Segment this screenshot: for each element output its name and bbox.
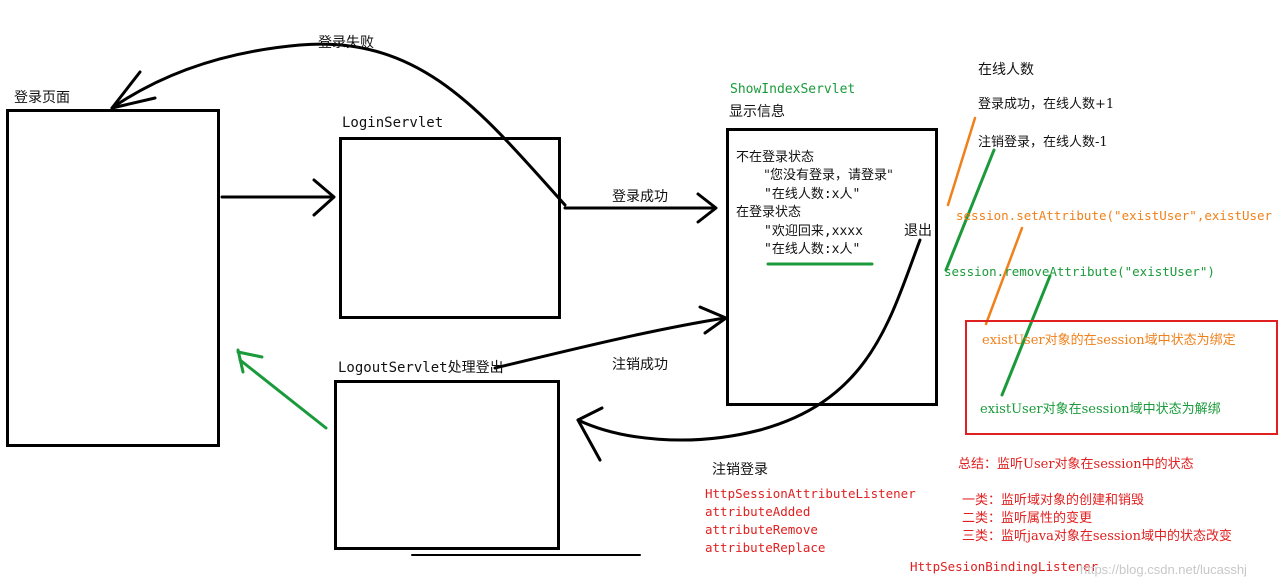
arrow-logout-success — [493, 316, 727, 370]
listener-item: attributeRemove — [705, 522, 818, 537]
online-decrement: 注销登录，在线人数-1 — [978, 135, 1108, 150]
curve-login-failed-head — [110, 70, 157, 110]
logout-notes-title: 注销登录 — [712, 462, 768, 478]
index-line-not-logged-in: 不在登录状态 — [736, 150, 815, 165]
binding-listener-label: HttpSesionBindingListener — [910, 559, 1099, 574]
online-increment: 登录成功，在线人数+1 — [978, 97, 1115, 112]
green-stroke-2 — [1000, 274, 1052, 397]
arrow-login-success-head — [696, 192, 718, 224]
login-page-box — [6, 109, 220, 447]
curve-exit-head — [576, 406, 604, 462]
arrow-logout-to-login-page — [238, 358, 328, 430]
binding-unbound-text: existUser对象在session域中状态为解绑 — [980, 402, 1221, 417]
binding-state-box — [965, 320, 1278, 435]
session-set-attribute: session.setAttribute("existUser",existUs… — [956, 208, 1273, 223]
index-line-online-count-1: "在线人数:x人" — [764, 187, 861, 202]
online-title: 在线人数 — [978, 62, 1034, 78]
curve-exit — [576, 238, 922, 442]
listener-item: HttpSessionAttributeListener — [705, 486, 916, 501]
listener-item: attributeAdded — [705, 504, 811, 519]
summary-item: 一类：监听域对象的创建和销毁 — [962, 493, 1145, 508]
exit-label: 退出 — [904, 223, 932, 239]
curve-login-failed — [110, 42, 567, 207]
logout-servlet-label: LogoutServlet处理登出 — [338, 360, 504, 376]
watermark: https://blog.csdn.net/lucasshj — [1080, 562, 1247, 577]
orange-stroke-1 — [946, 116, 977, 207]
index-line-online-count-2: "在线人数:x人" — [764, 242, 861, 257]
binding-bound-text: existUser对象的在session域中状态为绑定 — [982, 333, 1236, 348]
logout-success-label: 注销成功 — [612, 357, 668, 373]
show-index-servlet-label: ShowIndexServlet — [730, 82, 856, 97]
summary-item: 二类：监听属性的变更 — [962, 511, 1093, 526]
session-remove-attribute: session.removeAttribute("existUser") — [944, 264, 1215, 279]
arrow-login-page-to-servlet-head — [312, 178, 336, 217]
green-stroke-1 — [944, 148, 996, 272]
index-line-welcome-back: "欢迎回来,xxxx — [764, 224, 863, 239]
login-failed-label: 登录失败 — [318, 35, 374, 51]
listener-item: attributeReplace — [705, 540, 826, 555]
index-line-logged-in: 在登录状态 — [736, 205, 802, 220]
summary-item: 三类：监听java对象在session域中的状态改变 — [962, 529, 1232, 544]
login-servlet-box — [339, 137, 561, 319]
arrow-logout-to-login-page-head — [236, 348, 264, 374]
show-index-servlet-box — [726, 128, 938, 406]
login-servlet-label: LoginServlet — [342, 115, 444, 131]
logout-servlet-box — [334, 380, 560, 550]
login-page-label: 登录页面 — [14, 90, 70, 106]
show-info-label: 显示信息 — [729, 104, 785, 120]
index-line-please-login: "您没有登录，请登录" — [764, 168, 893, 183]
summary-title: 总结：监听User对象在session中的状态 — [958, 457, 1194, 472]
orange-stroke-2 — [984, 226, 1024, 326]
login-success-label: 登录成功 — [612, 189, 668, 205]
